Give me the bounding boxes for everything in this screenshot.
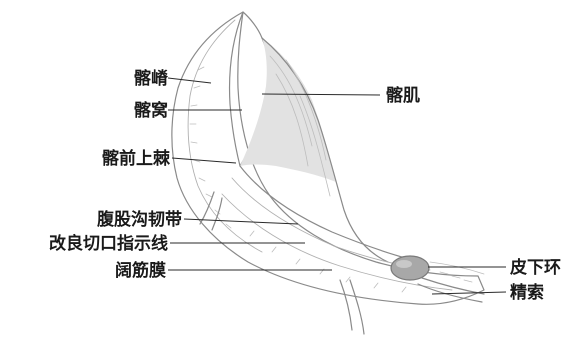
label-inguinal-ligament: 腹股沟韧带: [97, 209, 182, 230]
label-asis: 髂前上棘: [102, 148, 171, 169]
label-spermatic-cord: 精索: [510, 282, 544, 303]
label-incision-line: 改良切口指示线: [49, 233, 168, 254]
leader-asis: [172, 158, 236, 163]
label-iliacus: 髂肌: [386, 85, 420, 106]
fossa-shadow: [240, 38, 336, 182]
iliac-crest-inner-rim: [188, 20, 262, 252]
label-fascia-lata: 阔筋膜: [115, 260, 166, 281]
label-subcutaneous-ring: 皮下环: [510, 257, 561, 278]
label-iliac-fossa: 髂窝: [134, 100, 168, 121]
soft-tissue-lower: [430, 262, 484, 282]
inguinal-ligament-line: [240, 166, 420, 262]
ring-highlight: [396, 260, 412, 268]
pelvis-illustration: [172, 12, 484, 334]
label-iliac-crest: 髂嵴: [134, 68, 169, 89]
femoral-vessel-right: [340, 280, 364, 334]
subcutaneous-ring-structure: [391, 256, 429, 280]
leader-iliac-crest: [168, 78, 211, 83]
crest-hatch-marks: [190, 67, 231, 228]
